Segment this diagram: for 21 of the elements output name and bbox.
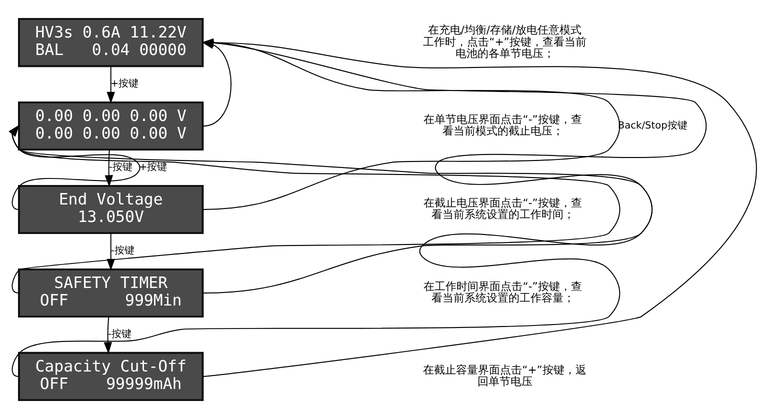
node-box: HV3s 0.6A 11.22V BAL 0.04 00000 bbox=[18, 18, 204, 68]
arrow bbox=[8, 124, 140, 210]
label: 在工作时间界面点击“-”按键，查看当前系统设置的工作容量； bbox=[424, 280, 582, 305]
arrow bbox=[106, 66, 115, 104]
arrow bbox=[104, 149, 113, 187]
node-box: End Voltage 13.050V bbox=[18, 184, 204, 234]
edge-label: -按键 bbox=[110, 246, 134, 257]
label: 在单节电压界面点击“-”按键，查看当前模式的截止电压； bbox=[424, 112, 582, 138]
node-box: Capacity Cut-Off OFF 99999mAh bbox=[18, 352, 204, 402]
arrow bbox=[8, 124, 653, 377]
label: 在截止容量界面点击“+”按键，返回单节电压 bbox=[423, 363, 586, 388]
label: 在充电/均衡/存储/放电任意模式工作时，点击“+”按键，查看当前电池的各单节电压； bbox=[423, 23, 586, 60]
edge-label: +按键 bbox=[138, 162, 168, 174]
edge-label: -按键 bbox=[108, 162, 132, 174]
edge-label: +按键 bbox=[110, 78, 139, 90]
edge-label: -按键 bbox=[108, 329, 132, 340]
node-box: SAFETY TIMER OFF 999Min bbox=[18, 268, 204, 318]
arrow bbox=[8, 124, 620, 294]
arrow bbox=[104, 316, 112, 354]
label: 在截止电压界面点击“-”按键，查看当前系统设置的工作时间； bbox=[424, 196, 582, 222]
node-box: 0.00 0.00 0.00 V 0.00 0.00 0.00 V bbox=[18, 101, 204, 151]
